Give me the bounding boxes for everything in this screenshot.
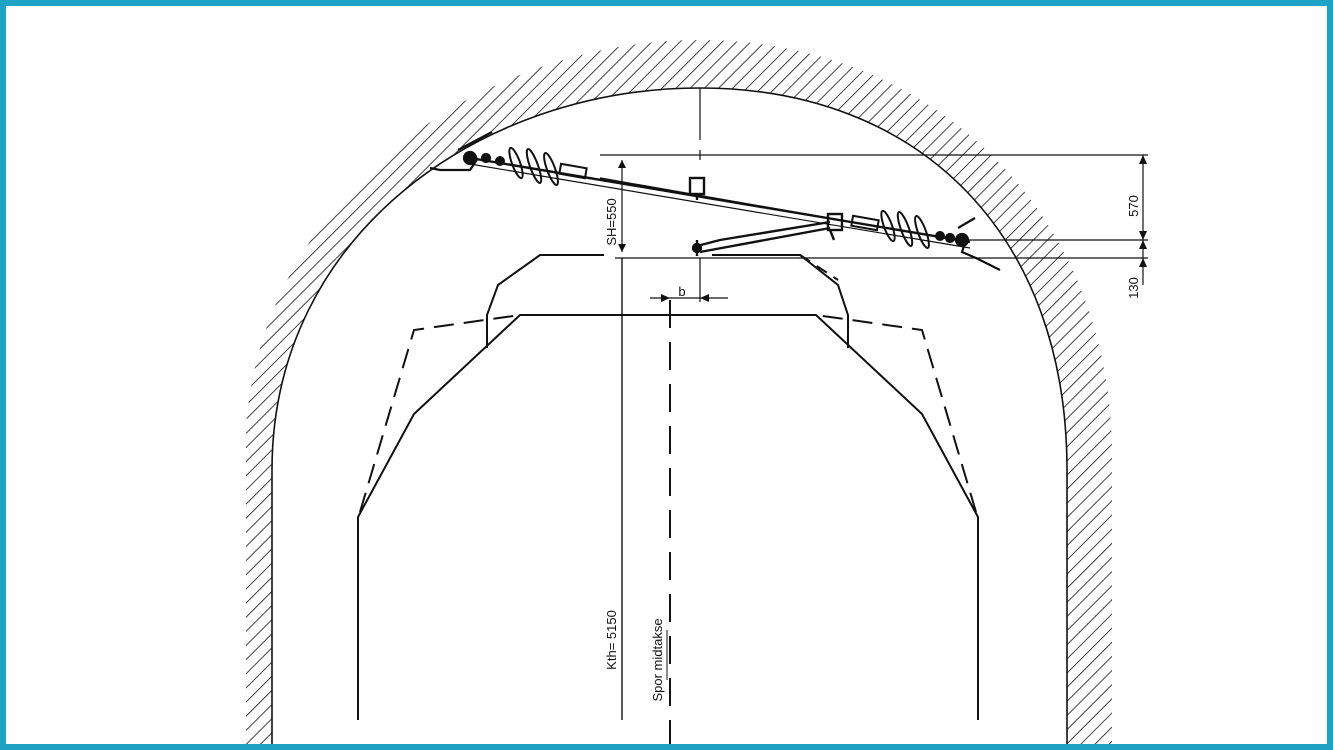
tunnel-wall-hatch xyxy=(245,40,1112,744)
stagger-label: b xyxy=(678,284,685,299)
kinematic-gauge-dashed xyxy=(359,314,521,513)
contact-wire-height-label: Kth= 5150 xyxy=(604,610,619,670)
dim-label-570: 570 xyxy=(1126,195,1141,217)
pantograph-envelope xyxy=(486,254,604,348)
messenger-wire xyxy=(469,156,971,244)
steady-arm xyxy=(688,176,844,256)
insulator-icon xyxy=(495,146,588,187)
structure-gauge-outline xyxy=(357,314,979,720)
cantilever-bracket xyxy=(429,131,493,172)
dimension-arrow xyxy=(1139,155,1147,164)
system-height-label: SH=550 xyxy=(604,198,619,245)
dim-label-130: 130 xyxy=(1126,277,1141,299)
insulator-icon xyxy=(850,209,945,250)
track-centreline-label: Spor midtakse xyxy=(650,618,665,701)
